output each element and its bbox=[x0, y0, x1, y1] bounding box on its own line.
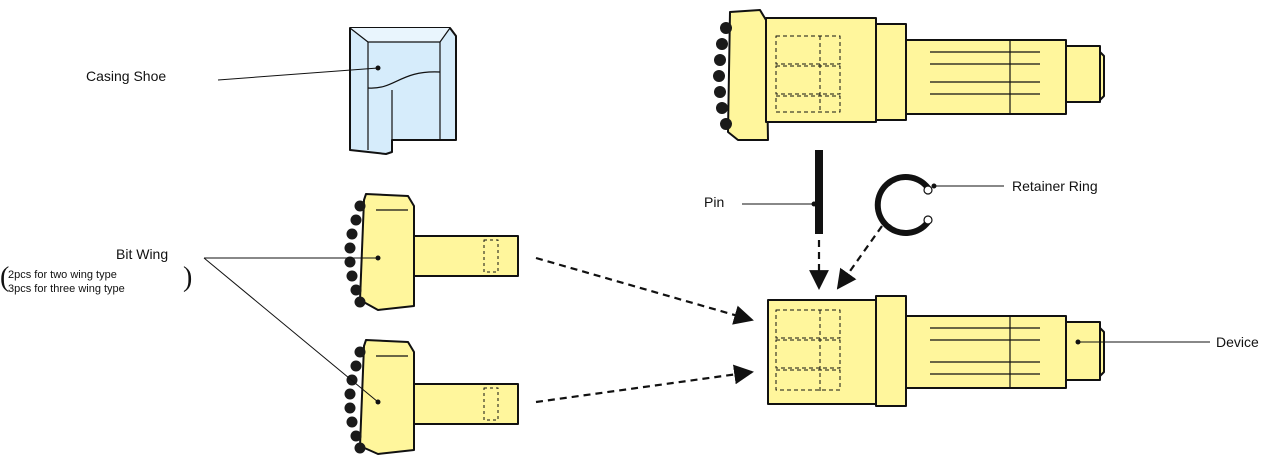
pin-part bbox=[815, 150, 823, 234]
bit-wing-lower bbox=[344, 339, 519, 455]
bit-wing-upper bbox=[344, 193, 519, 311]
bit-wing-note-line2: 3pcs for three wing type bbox=[8, 283, 125, 295]
casing-shoe-part bbox=[349, 27, 457, 155]
assembled-bit bbox=[713, 9, 1105, 141]
assembly-arrows bbox=[535, 225, 883, 404]
device-part bbox=[767, 295, 1105, 407]
device-label: Device bbox=[1216, 334, 1259, 350]
bit-wing-note-open-paren: ( bbox=[0, 262, 10, 293]
bit-wing-note-line1: 2pcs for two wing type bbox=[8, 269, 117, 281]
retainer-ring-label: Retainer Ring bbox=[1012, 178, 1098, 194]
casing-shoe-label: Casing Shoe bbox=[86, 68, 167, 84]
bit-wing-note-close-paren: ) bbox=[183, 262, 193, 293]
pin-label: Pin bbox=[704, 194, 725, 210]
retainer-ring-part bbox=[874, 174, 933, 236]
bit-wing-label: Bit Wing bbox=[116, 246, 169, 262]
leader-lines bbox=[203, 67, 1210, 403]
